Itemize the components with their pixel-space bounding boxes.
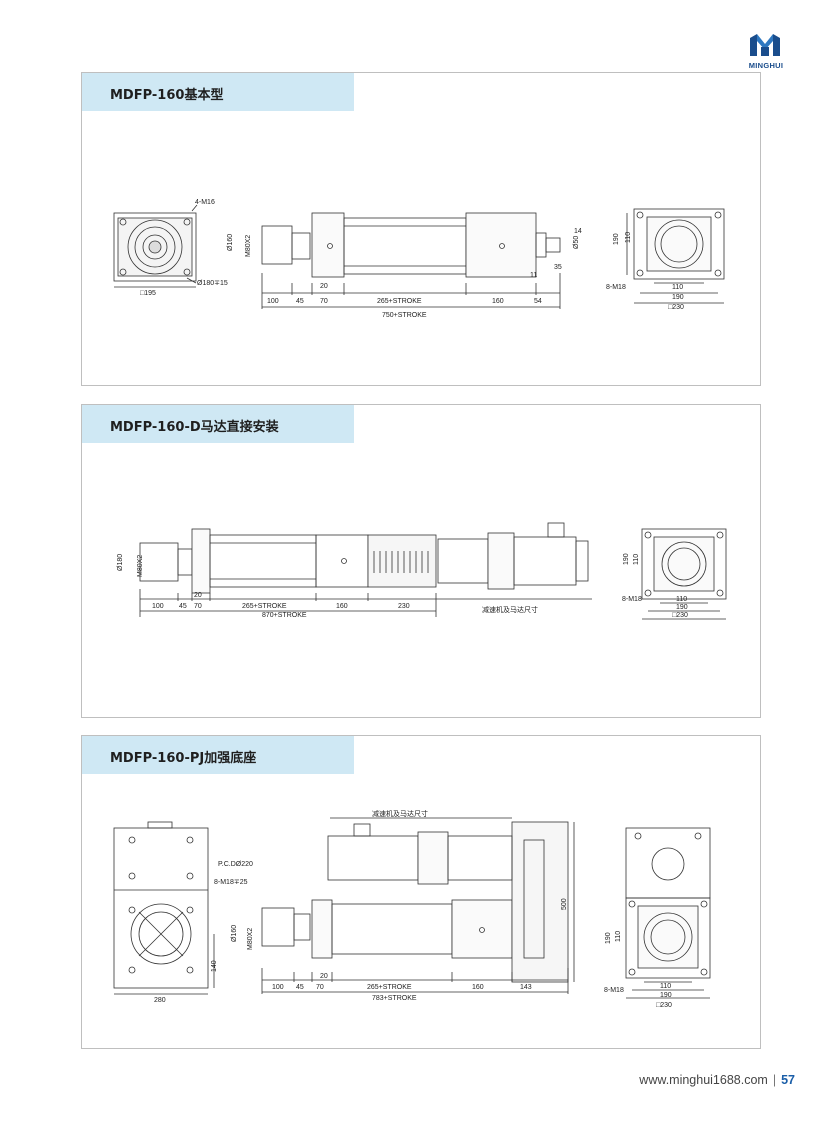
total-length: 783+STROKE — [372, 995, 417, 1002]
dim-54: 54 — [534, 298, 542, 305]
s35-label: 35 — [554, 264, 562, 271]
dim-45: 45 — [296, 298, 304, 305]
square-label: □195 — [140, 290, 156, 297]
s14-label: 14 — [574, 228, 582, 235]
end-w110: 110 — [672, 284, 683, 291]
s20-label: 20 — [194, 592, 202, 599]
flange-side-view — [113, 204, 198, 288]
dim-100: 100 — [152, 603, 164, 610]
dim-45: 45 — [179, 603, 187, 610]
footer-separator: | — [772, 1073, 777, 1087]
end-h190: 190 — [605, 932, 612, 944]
dim-70: 70 — [320, 298, 328, 305]
dia-label: Ø180 — [117, 554, 124, 571]
page-footer: www.minghui1688.com | 57 — [639, 1073, 795, 1087]
section-title: MDFP-160-PJ加强底座 — [110, 751, 257, 766]
motor-note: 减速机及马达尺寸 — [372, 809, 428, 818]
section-basic-type: 4-M16 Ø180∓15 □195 Ø160 M80X2 Ø50 14 35 … — [81, 72, 761, 386]
end-w110: 110 — [660, 983, 671, 990]
section-header: MDFP-160-D马达直接安装 — [82, 405, 354, 443]
section-header: MDFP-160-PJ加强底座 — [82, 736, 354, 774]
end-holes: 8-M18 — [622, 596, 642, 603]
thread-label: 4-M16 — [195, 199, 215, 206]
end-w190: 190 — [672, 294, 684, 301]
drawing-motor-direct: Ø180 M80X2 20 100 45 70 265+STROKE 160 2… — [117, 522, 727, 620]
dim-230: 230 — [398, 603, 410, 610]
base-plate-view — [113, 821, 215, 995]
s11-label: 11 — [530, 272, 537, 279]
actuator-end-view — [626, 208, 725, 304]
brand-logo: MINGHUI — [738, 32, 794, 76]
brand-name: MINGHUI — [748, 61, 784, 70]
h140-label: 140 — [211, 960, 218, 972]
website-link[interactable]: www.minghui1688.com — [639, 1073, 768, 1087]
vent-pattern — [373, 551, 429, 573]
motor-note: 减速机及马达尺寸 — [482, 605, 538, 614]
minghui-logo-icon — [750, 34, 780, 56]
end-square: □230 — [656, 1002, 672, 1009]
total-length: 870+STROKE — [262, 612, 307, 619]
dim-70: 70 — [194, 603, 202, 610]
actuator-side-view — [261, 212, 561, 309]
bolt-circle-label: Ø180∓15 — [197, 280, 228, 287]
total-length: 750+STROKE — [382, 312, 427, 319]
dim-stroke: 265+STROKE — [242, 603, 287, 610]
section-header: MDFP-160基本型 — [82, 73, 354, 111]
end-h190: 190 — [623, 553, 630, 565]
dim-70: 70 — [316, 984, 324, 991]
dim-160: 160 — [492, 298, 504, 305]
thread-m-label: M80X2 — [245, 235, 252, 257]
dim-100: 100 — [267, 298, 279, 305]
section-title: MDFP-160-D马达直接安装 — [110, 420, 279, 435]
section-reinforced-base: P.C.DØ220 8-M18∓25 280 140 Ø160 M80X2 20… — [81, 735, 761, 1049]
dim-100: 100 — [272, 984, 284, 991]
end-h190: 190 — [613, 233, 620, 245]
end-holes: 8-M18 — [604, 987, 624, 994]
section-title: MDFP-160基本型 — [110, 88, 224, 103]
dia-label: Ø160 — [227, 234, 234, 251]
actuator-side-view — [139, 522, 592, 617]
end-w190: 190 — [676, 604, 688, 611]
end-square: □230 — [672, 612, 688, 619]
dim-160: 160 — [472, 984, 484, 991]
end-h110: 110 — [633, 554, 640, 565]
actuator-end-view — [641, 528, 727, 620]
actuator-end-view — [625, 827, 711, 999]
dim-stroke: 265+STROKE — [367, 984, 412, 991]
end-h110: 110 — [615, 931, 622, 942]
end-w110: 110 — [676, 596, 687, 603]
drawing-reinforced-base: P.C.DØ220 8-M18∓25 280 140 Ø160 M80X2 20… — [113, 809, 711, 1009]
dim-160: 160 — [336, 603, 348, 610]
page-number: 57 — [781, 1073, 795, 1087]
s20-label: 20 — [320, 283, 328, 290]
dim-stroke: 265+STROKE — [377, 298, 422, 305]
thread-m-label: M80X2 — [247, 928, 254, 950]
end-w190: 190 — [660, 992, 672, 999]
s20-label: 20 — [320, 973, 328, 980]
dim-143: 143 — [520, 984, 532, 991]
h500-label: 500 — [561, 898, 568, 910]
drawing-basic-type: 4-M16 Ø180∓15 □195 Ø160 M80X2 Ø50 14 35 … — [113, 199, 725, 319]
end-square: □230 — [668, 304, 684, 311]
pcd-label: P.C.DØ220 — [218, 861, 253, 868]
d-small-label: Ø50 — [573, 236, 580, 249]
dia-label: Ø160 — [231, 925, 238, 942]
end-h110: 110 — [625, 232, 632, 243]
holes-label: 8-M18∓25 — [214, 879, 248, 886]
w280-label: 280 — [154, 997, 166, 1004]
section-motor-direct: Ø180 M80X2 20 100 45 70 265+STROKE 160 2… — [81, 404, 761, 718]
actuator-side-view — [261, 817, 575, 994]
end-holes: 8-M18 — [606, 284, 626, 291]
dim-45: 45 — [296, 984, 304, 991]
thread-m-label: M80X2 — [137, 555, 144, 577]
